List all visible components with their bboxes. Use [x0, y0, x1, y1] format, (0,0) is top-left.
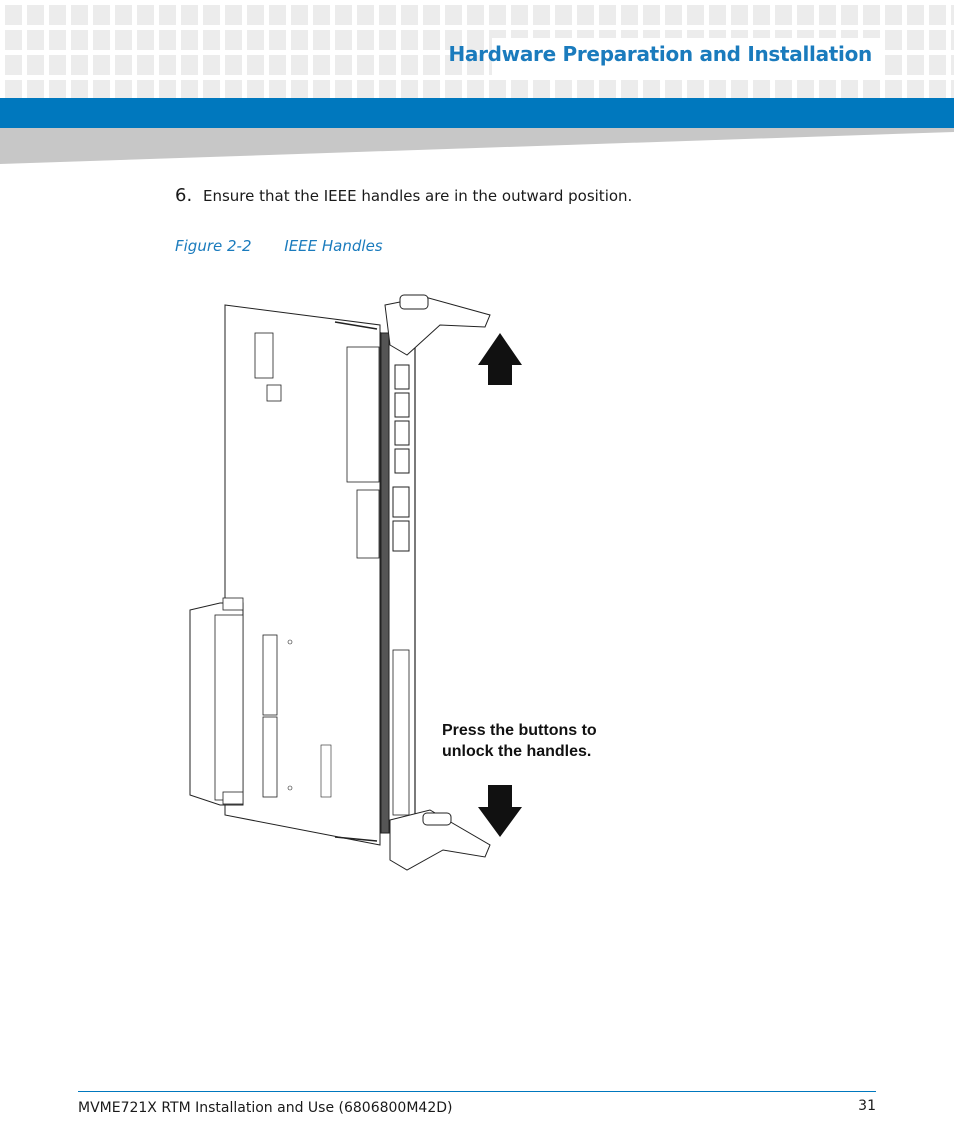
- component-block-upper: [346, 346, 380, 483]
- rj45-port-1: [394, 364, 410, 390]
- component-block-lower: [356, 489, 380, 559]
- figure-callout-line1: Press the buttons to: [442, 722, 597, 739]
- header-connector-top: [262, 634, 278, 716]
- header-connector-bottom: [262, 716, 278, 798]
- arrow-down: [478, 785, 522, 837]
- step-text: Ensure that the IEEE handles are in the …: [202, 187, 633, 205]
- header-title-background: [492, 38, 882, 76]
- rj45-port-3: [394, 420, 410, 446]
- footer-document-title: MVME721X RTM Installation and Use (68068…: [78, 1100, 453, 1116]
- step-instruction: 6. Ensure that the IEEE handles are in t…: [175, 185, 632, 206]
- top-ieee-handle: [384, 296, 491, 356]
- usb-port-1: [392, 486, 410, 518]
- footer-page-number: 31: [858, 1098, 876, 1114]
- front-panel-slot: [392, 649, 410, 816]
- figure-callout-line2: unlock the handles.: [442, 743, 592, 760]
- header-gray-wedge: [0, 128, 954, 164]
- figure-caption: Figure 2-2 IEEE Handles: [175, 237, 383, 255]
- header-blue-band: [0, 98, 954, 128]
- step-number: 6.: [175, 185, 193, 206]
- figure-callout: Press the buttons to unlock the handles.: [442, 720, 662, 762]
- board-label: [254, 332, 274, 379]
- rj45-port-2: [394, 392, 410, 418]
- figure-title: IEEE Handles: [284, 237, 383, 255]
- ieee-handles-illustration: [189, 294, 522, 871]
- footer-divider: [78, 1091, 876, 1092]
- rj45-port-4: [394, 448, 410, 474]
- arrow-up: [478, 333, 522, 385]
- figure-number: Figure 2-2: [175, 237, 252, 255]
- header-title: Hardware Preparation and Installation: [448, 42, 872, 66]
- usb-port-2: [392, 520, 410, 552]
